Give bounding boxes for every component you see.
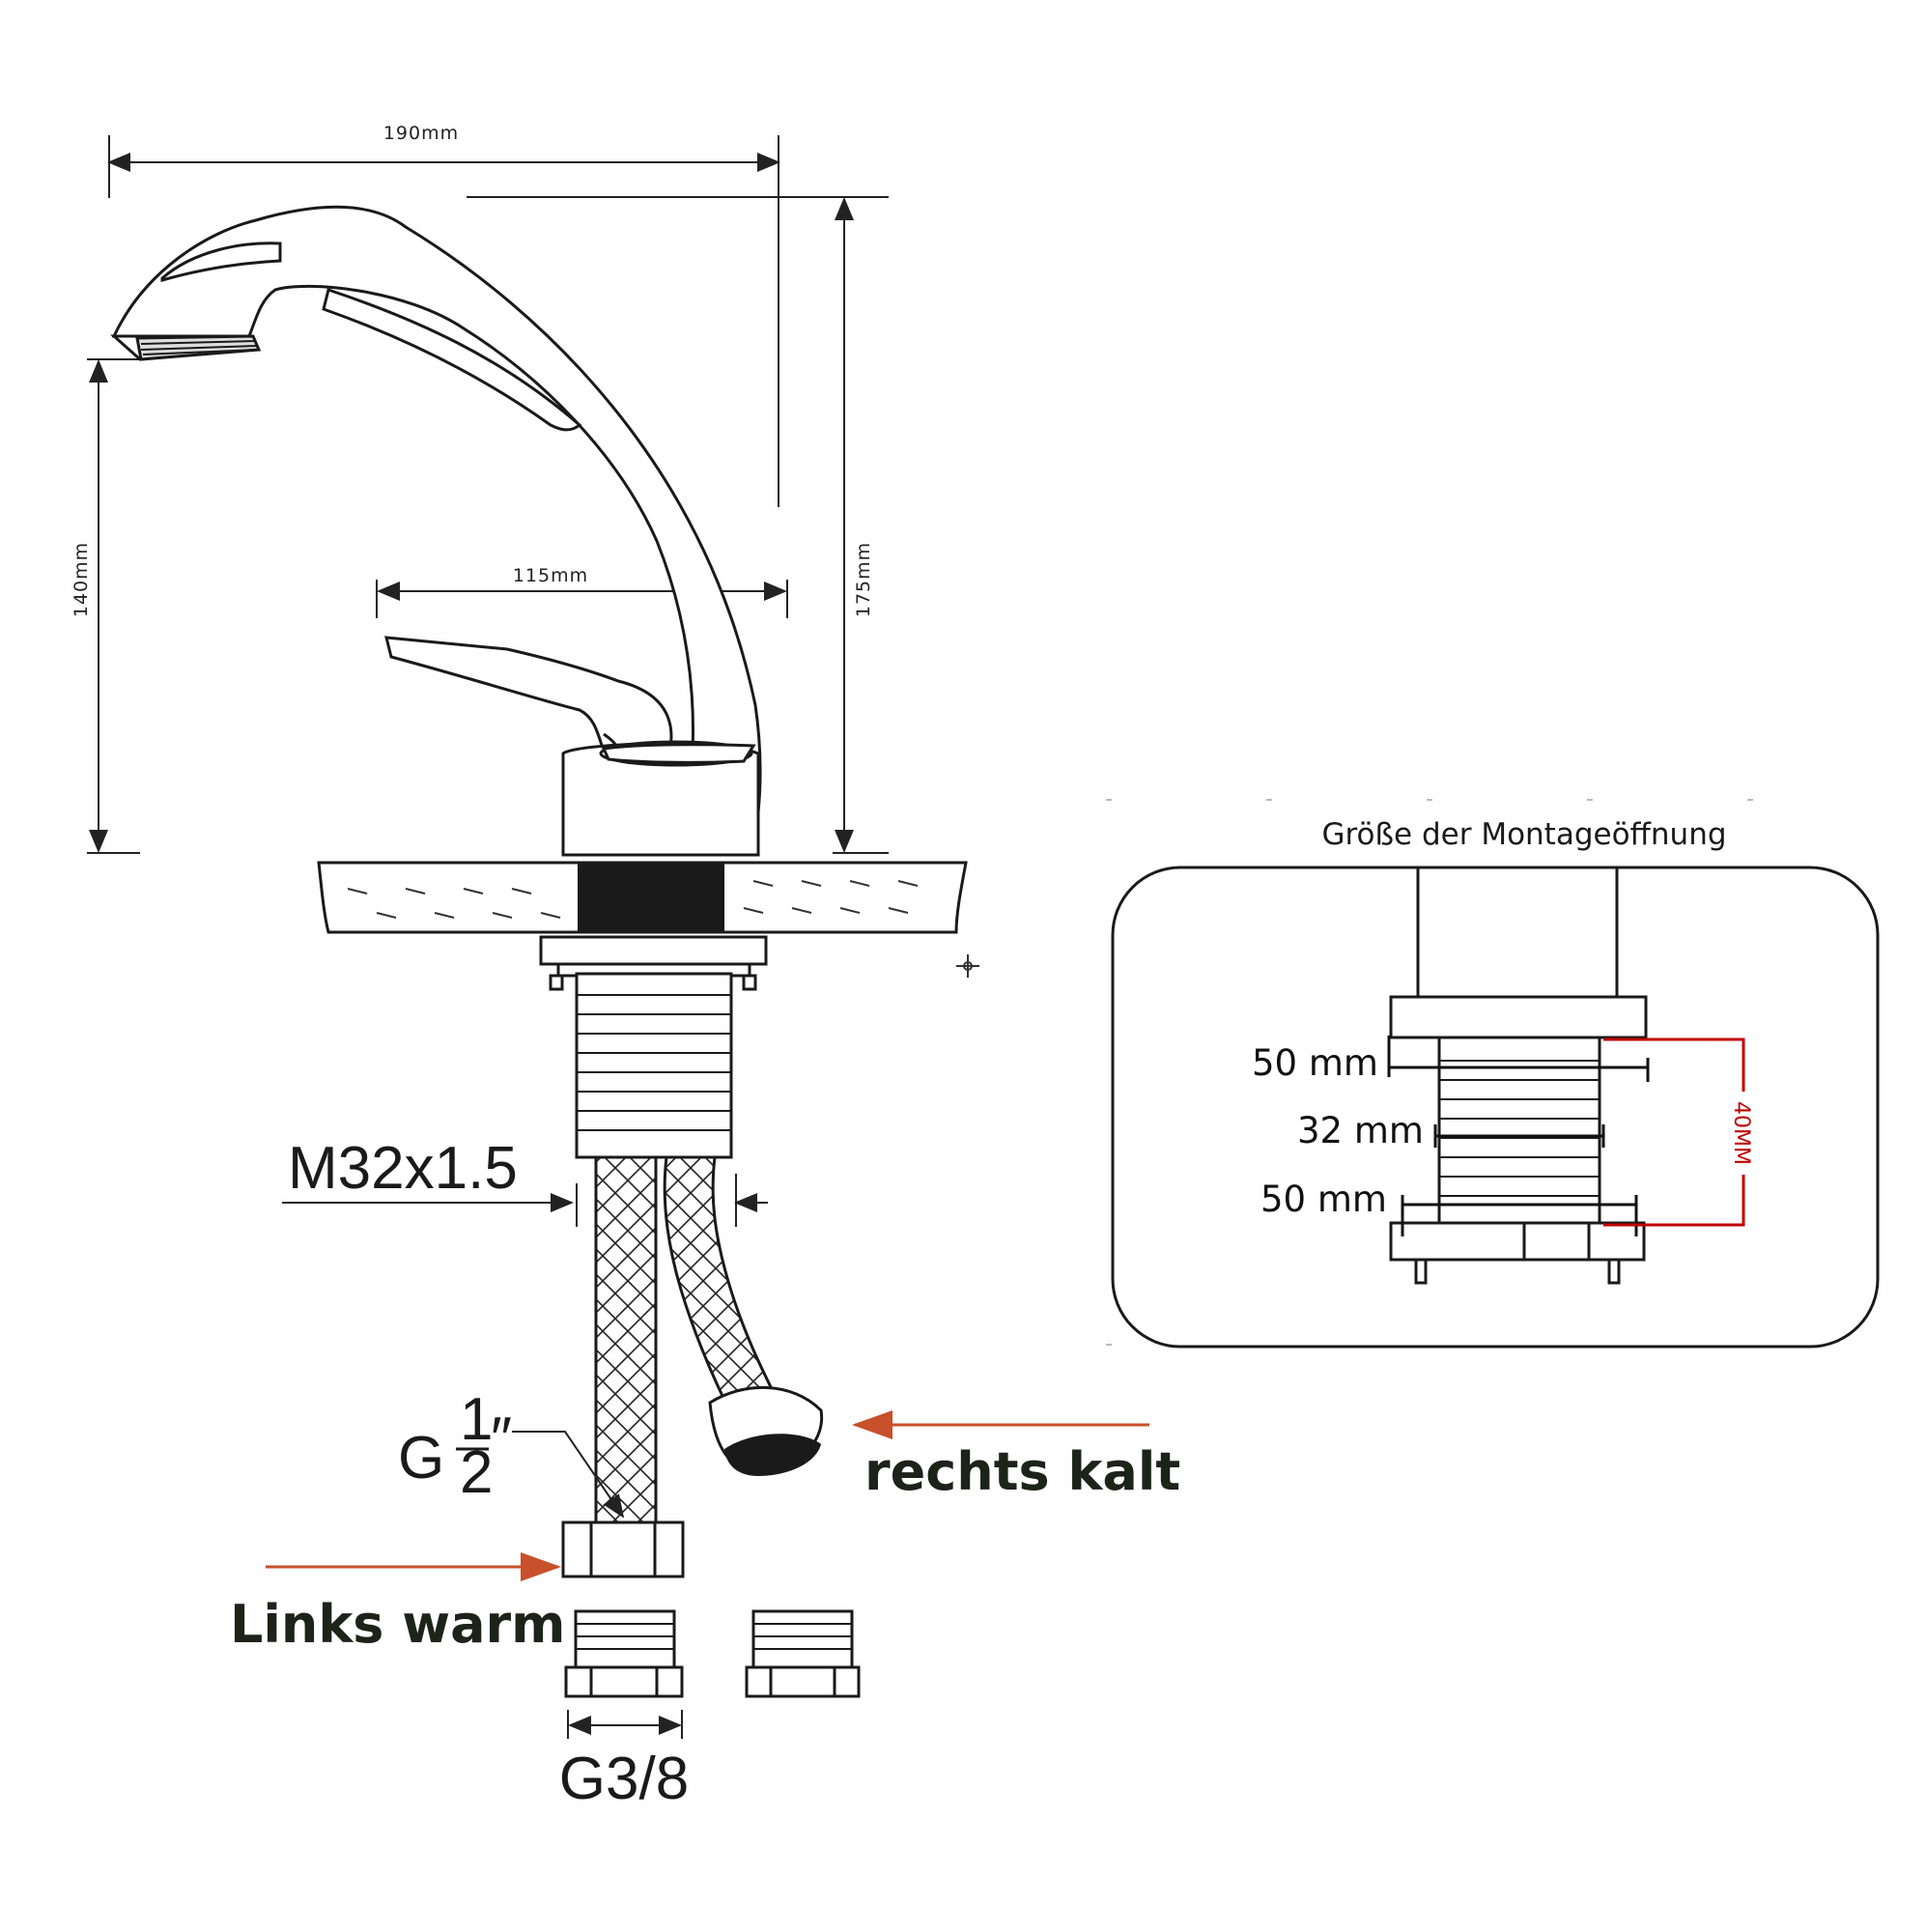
hot-water-hose (594, 1155, 658, 1524)
thread-dimension (282, 1174, 768, 1227)
svg-text:1: 1 (460, 1386, 493, 1453)
inset-height-label: 40MM (1729, 1101, 1753, 1165)
dimension-175-label: 175mm (853, 542, 874, 617)
inlet-nut (561, 1520, 685, 1578)
dimension-190-label: 190mm (383, 123, 459, 144)
cold-water-hose (663, 1155, 824, 1476)
cold-label: rechts kalt (864, 1441, 1180, 1502)
inset-height-label-bg (1727, 1092, 1760, 1175)
adapter-label: G3/8 (559, 1746, 689, 1812)
adapter-right (745, 1609, 861, 1698)
inset-title: Größe der Montageöffnung (1321, 817, 1726, 852)
svg-text:″: ″ (491, 1406, 512, 1472)
inlet-leader-line (512, 1431, 625, 1519)
crosshair-icon (956, 954, 979, 978)
mounting-plate (539, 935, 768, 991)
dimension-175 (467, 196, 889, 854)
dimension-140-label: 140mm (71, 542, 92, 617)
mounting-hole-shaft (578, 863, 724, 932)
dimension-140 (87, 358, 145, 854)
adapter-dimension (567, 1710, 683, 1739)
faucet-base-collar (561, 740, 760, 857)
threaded-shank (575, 972, 733, 1159)
inset-top-diameter: 50 mm (1252, 1042, 1378, 1084)
svg-text:2: 2 (460, 1439, 493, 1506)
adapter-left (564, 1609, 684, 1698)
inlet-label: G 1 2 ″ (398, 1386, 512, 1506)
dimension-115-label: 115mm (513, 565, 588, 586)
thread-label: M32x1.5 (288, 1135, 518, 1202)
inset-thread-diameter: 32 mm (1297, 1110, 1424, 1151)
svg-text:G: G (398, 1425, 444, 1492)
countertop (317, 861, 968, 934)
inset-bottom-diameter: 50 mm (1260, 1179, 1387, 1220)
warm-label: Links warm (230, 1594, 565, 1655)
